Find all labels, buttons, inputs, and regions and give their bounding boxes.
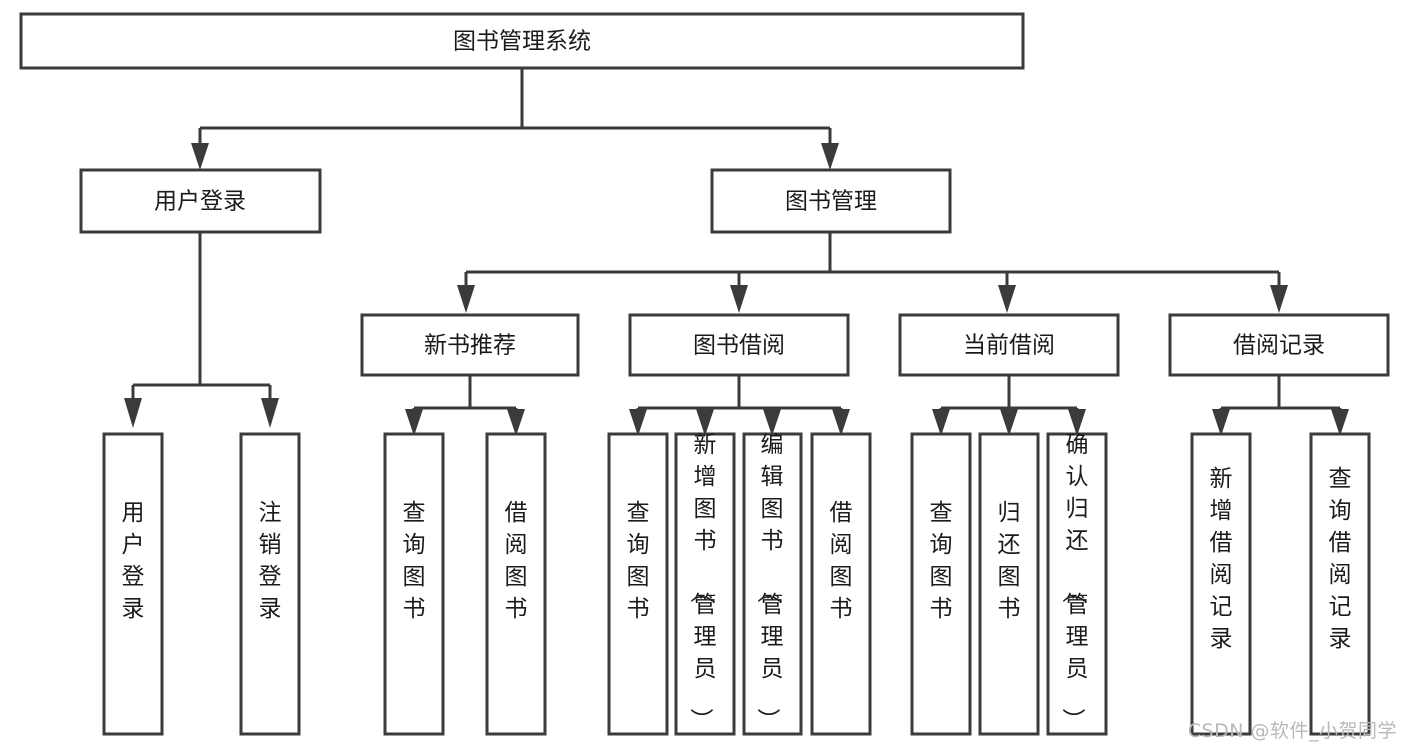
node-new-book-rec-label: 新书推荐 xyxy=(424,333,516,359)
arrow-head-leaf-add-record xyxy=(1212,409,1230,436)
node-leaf-edit-book-box[interactable] xyxy=(742,432,803,736)
arrow-head-leaf-add-book xyxy=(696,409,714,436)
node-current-borrow[interactable]: 当前借阅 xyxy=(898,313,1120,377)
node-leaf-logout[interactable]: 注销登录 xyxy=(239,432,301,736)
edge-newbook-to-leaves xyxy=(405,375,525,436)
arrow-head-leaf-query-book-2 xyxy=(629,409,647,436)
node-borrow-record[interactable]: 借阅记录 xyxy=(1168,313,1390,377)
node-leaf-edit-book[interactable]: 编辑图书（管理员） xyxy=(742,432,803,736)
node-new-book-rec[interactable]: 新书推荐 xyxy=(360,313,580,377)
edge-currentborrow-to-leaves xyxy=(932,375,1086,436)
arrow-head-leaf-return-book xyxy=(1000,409,1018,436)
arrow-head-borrow-record xyxy=(1270,285,1288,313)
node-book-borrow[interactable]: 图书借阅 xyxy=(628,313,850,377)
arrow-head-book-manage xyxy=(821,143,839,170)
node-book-borrow-box[interactable] xyxy=(628,313,850,377)
node-leaf-query-book-2[interactable]: 查询图书 xyxy=(607,432,669,736)
node-leaf-confirm-return[interactable]: 确认归还（管理员） xyxy=(1046,432,1108,736)
arrow-head-current-borrow xyxy=(998,285,1016,313)
node-leaf-add-book-box[interactable] xyxy=(674,432,736,736)
node-leaf-query-book-1[interactable]: 查询图书 xyxy=(383,432,445,736)
node-leaf-query-record[interactable]: 查询借阅记录 xyxy=(1309,432,1371,736)
arrow-head-leaf-query-book-1 xyxy=(405,409,423,436)
node-current-borrow-box[interactable] xyxy=(898,313,1120,377)
node-borrow-record-label: 借阅记录 xyxy=(1233,333,1325,359)
node-leaf-borrow-book-1[interactable]: 借阅图书 xyxy=(485,432,547,736)
node-root-label: 图书管理系统 xyxy=(453,29,591,55)
node-leaf-add-book-label: 新增图书（管理员） xyxy=(688,432,717,731)
arrow-head-leaf-confirm-return xyxy=(1068,409,1086,436)
node-book-manage[interactable]: 图书管理 xyxy=(710,168,952,234)
node-leaf-query-record-label: 查询借阅记录 xyxy=(1329,466,1352,652)
node-leaf-query-book-1-box[interactable] xyxy=(383,432,445,736)
node-book-borrow-label: 图书借阅 xyxy=(693,333,785,359)
node-current-borrow-label: 当前借阅 xyxy=(963,333,1055,359)
arrow-head-new-book-rec xyxy=(457,285,475,313)
edge-root-to-level2 xyxy=(191,68,839,170)
node-leaf-borrow-book-2[interactable]: 借阅图书 xyxy=(810,432,872,736)
node-leaf-query-book-3-box[interactable] xyxy=(910,432,972,736)
csdn-watermark: CSDN @软件_小贺同学 xyxy=(1187,720,1397,742)
arrow-head-leaf-edit-book xyxy=(763,409,781,436)
node-leaf-add-book[interactable]: 新增图书（管理员） xyxy=(674,432,736,736)
node-leaf-user-login-box[interactable] xyxy=(102,432,164,736)
node-leaf-return-book-box[interactable] xyxy=(978,432,1040,736)
node-leaf-return-book-label: 归还图书 xyxy=(998,500,1021,622)
node-root-box[interactable] xyxy=(19,12,1025,70)
edge-userlogin-to-leaves xyxy=(124,232,279,428)
arrow-head-user-login xyxy=(191,143,209,170)
arrow-head-leaf-query-record xyxy=(1331,409,1349,436)
arrow-head-leaf-query-book-3 xyxy=(932,409,950,436)
node-user-login-box[interactable] xyxy=(79,168,322,234)
arrow-head-leaf-user-login xyxy=(124,398,142,428)
edge-bookborrow-to-leaves xyxy=(629,375,850,436)
node-book-manage-box[interactable] xyxy=(710,168,952,234)
node-leaf-logout-box[interactable] xyxy=(239,432,301,736)
node-leaf-return-book[interactable]: 归还图书 xyxy=(978,432,1040,736)
arrow-head-book-borrow xyxy=(730,285,748,313)
node-leaf-confirm-return-label: 确认归还（管理员） xyxy=(1060,432,1089,731)
edge-bookmanage-to-level3 xyxy=(457,232,1288,313)
node-leaf-borrow-book-2-label: 借阅图书 xyxy=(830,500,853,622)
node-book-manage-label: 图书管理 xyxy=(785,189,877,215)
node-leaf-user-login[interactable]: 用户登录 xyxy=(102,432,164,736)
node-leaf-add-record[interactable]: 新增借阅记录 xyxy=(1190,432,1252,736)
node-leaf-query-book-3-label: 查询图书 xyxy=(930,500,953,622)
node-leaf-add-record-label: 新增借阅记录 xyxy=(1210,466,1233,652)
node-leaf-user-login-label: 用户登录 xyxy=(122,500,145,622)
node-leaf-query-book-3[interactable]: 查询图书 xyxy=(910,432,972,736)
edge-borrowrecord-to-leaves xyxy=(1212,375,1349,436)
node-root[interactable]: 图书管理系统 xyxy=(19,12,1025,70)
arrow-head-leaf-logout xyxy=(261,398,279,428)
node-user-login-label: 用户登录 xyxy=(154,189,246,215)
node-leaf-add-record-box[interactable] xyxy=(1190,432,1252,736)
node-leaf-borrow-book-2-box[interactable] xyxy=(810,432,872,736)
arrow-head-leaf-borrow-book-1 xyxy=(507,409,525,436)
arrow-head-leaf-borrow-book-2 xyxy=(832,409,850,436)
node-leaf-confirm-return-box[interactable] xyxy=(1046,432,1108,736)
node-borrow-record-box[interactable] xyxy=(1168,313,1390,377)
node-leaf-edit-book-label: 编辑图书（管理员） xyxy=(755,432,784,731)
node-new-book-rec-box[interactable] xyxy=(360,313,580,377)
node-leaf-borrow-book-1-box[interactable] xyxy=(485,432,547,736)
node-leaf-query-record-box[interactable] xyxy=(1309,432,1371,736)
node-leaf-borrow-book-1-label: 借阅图书 xyxy=(505,500,528,622)
node-leaf-query-book-2-label: 查询图书 xyxy=(627,500,650,622)
node-leaf-query-book-2-box[interactable] xyxy=(607,432,669,736)
node-user-login[interactable]: 用户登录 xyxy=(79,168,322,234)
node-leaf-query-book-1-label: 查询图书 xyxy=(403,500,426,622)
node-leaf-logout-label: 注销登录 xyxy=(259,500,282,622)
